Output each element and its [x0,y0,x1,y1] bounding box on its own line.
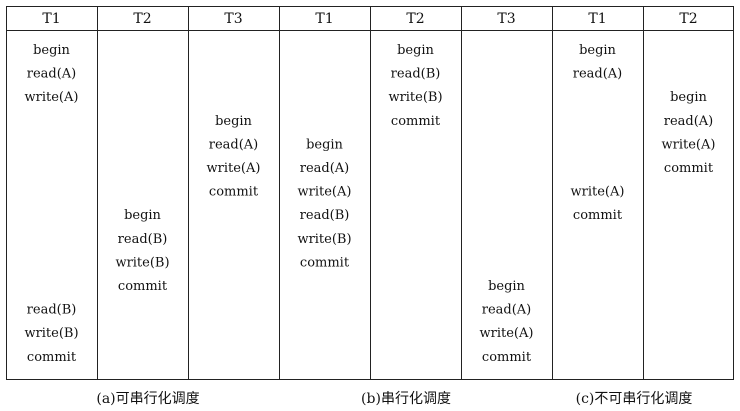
operation-cell: begin [215,114,252,129]
operation-cell: read(A) [664,114,714,129]
operation-cell: write(A) [298,185,352,200]
operation-cell: write(B) [297,232,351,247]
column-header: T3 [497,11,515,27]
caption-a: (a)可串行化调度 [96,391,200,407]
operation-cell: commit [209,185,259,200]
operation-cell: commit [27,350,77,365]
operation-cell: commit [118,279,168,294]
table-grid [6,6,734,380]
operation-cell: write(B) [388,90,442,105]
operation-cell: read(B) [118,232,168,247]
column-header: T1 [588,11,606,27]
operation-cell: write(A) [662,137,716,152]
operation-cell: read(B) [391,67,441,82]
operation-cell: begin [670,90,707,105]
operation-cell: commit [300,255,350,270]
operation-cell: begin [579,43,616,58]
operation-cell: commit [664,161,714,176]
operation-cell: begin [306,137,343,152]
operation-cell: begin [397,43,434,58]
column-header: T3 [224,11,242,27]
operation-cell: write(A) [207,161,261,176]
operation-cell: write(A) [25,90,79,105]
column-header: T1 [315,11,333,27]
operation-cell: begin [488,279,525,294]
column-header: T2 [133,11,151,27]
column-header: T2 [679,11,697,27]
column-header: T2 [406,11,424,27]
operation-cell: read(A) [209,137,259,152]
operation-cell: read(B) [300,208,350,223]
operation-cell: read(A) [482,303,532,318]
operation-cell: begin [124,208,161,223]
operation-cell: read(A) [300,161,350,176]
operation-cell: write(B) [24,326,78,341]
operation-cell: write(A) [480,326,534,341]
operation-cell: commit [573,208,623,223]
operation-cell: write(A) [571,185,625,200]
caption-b: (b)串行化调度 [361,391,451,407]
operation-cell: read(A) [573,67,623,82]
schedule-table: T1 begin read(A) write(A) read(B) write(B) com… [6,6,734,380]
operation-cell: begin [33,43,70,58]
column-header: T1 [42,11,60,27]
operation-cell: commit [391,114,441,129]
table-contents: T1 begin read(A) write(A) read(B) write(B) com… [24,11,715,365]
operation-cell: write(B) [115,255,169,270]
operation-cell: commit [482,350,532,365]
operation-cell: read(B) [27,303,77,318]
operation-cell: read(A) [27,67,77,82]
caption-c: (c)不可串行化调度 [575,391,693,407]
